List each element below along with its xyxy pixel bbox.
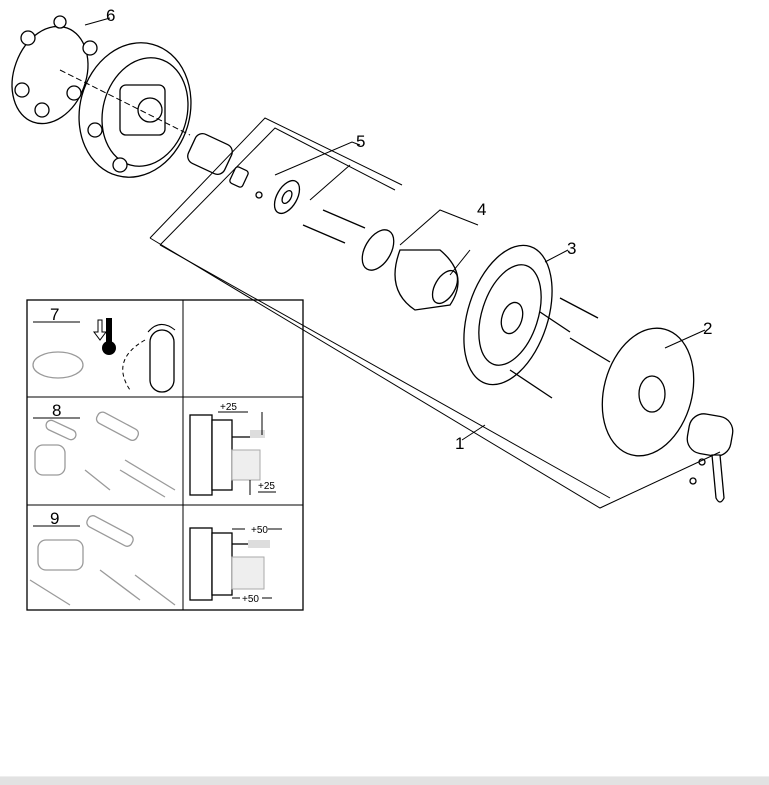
- part-5-nut-and-screws: [149, 117, 403, 246]
- part-6-seal-ring: [11, 15, 111, 125]
- callout-4: 4: [477, 200, 486, 219]
- callout-7: 7: [50, 305, 59, 324]
- temperature-limiter-icon: [32, 351, 84, 379]
- callout-9: 9: [50, 509, 59, 528]
- callout-3: 3: [567, 239, 576, 258]
- dimension-drawing-25: [189, 411, 276, 496]
- dimension-drawing-50: [189, 527, 282, 601]
- dim8-top-label: +25: [220, 402, 237, 413]
- accessory-panel: 7 8 +25 +25: [26, 299, 304, 611]
- thermometer-icon: [106, 318, 112, 348]
- callout-1: 1: [455, 434, 464, 453]
- extension-kit-50-parts: [29, 515, 176, 606]
- dim9-bottom-label: +50: [242, 594, 259, 605]
- part-2-escutcheon-and-handle: [601, 327, 734, 503]
- callout-2: 2: [703, 319, 712, 338]
- callout-6: 6: [106, 6, 115, 25]
- extension-kit-25-parts: [34, 411, 176, 498]
- cartridge: [187, 133, 263, 199]
- bottom-edge-bar: [0, 776, 769, 785]
- lever-icon: [149, 329, 175, 393]
- dim9-top-label: +50: [251, 525, 268, 536]
- valve-body-housing: [59, 42, 192, 178]
- part-3-mounting-plate: [463, 244, 611, 399]
- part-4-sleeve: [361, 209, 479, 311]
- dim8-bottom-label: +25: [258, 481, 275, 492]
- callout-8: 8: [52, 401, 61, 420]
- arrow-down-icon: [93, 319, 107, 341]
- assembly-guide-lines: [149, 237, 721, 509]
- callout-5: 5: [356, 132, 365, 151]
